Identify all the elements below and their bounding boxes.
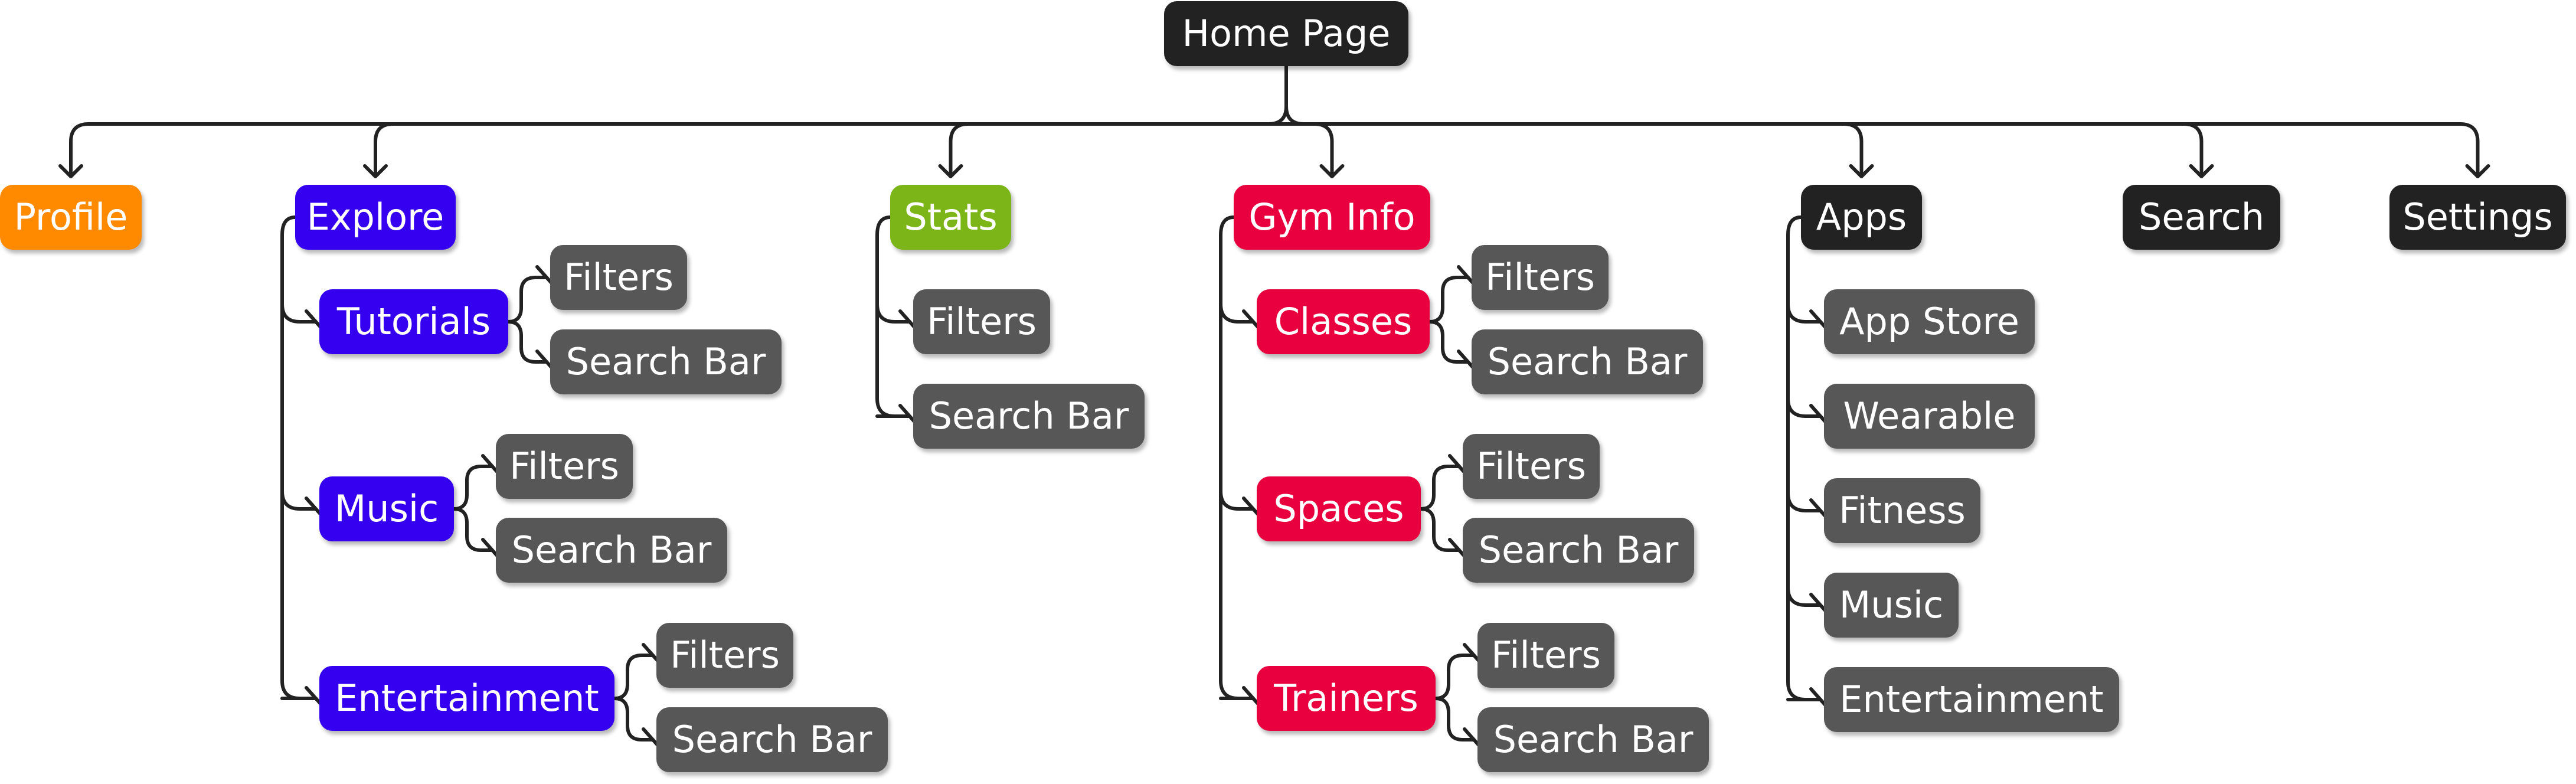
trunk-explore: [280, 215, 302, 700]
music-node: Music: [319, 476, 454, 541]
tutorials-search-bar-node: Search Bar: [550, 329, 782, 394]
apps-node: Apps: [1801, 185, 1922, 250]
fork-top-music: [452, 465, 494, 511]
stats-search-bar-node: Search Bar: [913, 384, 1145, 449]
fork-top-entertainment: [613, 654, 655, 700]
branch-line-gym: [1312, 122, 1334, 178]
trainers-node: Trainers: [1257, 666, 1436, 731]
arrow-head-search: [2189, 164, 2214, 178]
fork-bottom-tutorials: [506, 320, 548, 364]
trunk-branch-stats-filters: [875, 302, 911, 324]
trunk-stats: [875, 215, 897, 418]
gym-info-node: Gym Info: [1234, 185, 1430, 250]
fork-bottom-spaces: [1419, 507, 1461, 552]
trunk-branch-spaces: [1219, 489, 1255, 511]
trunk-gym: [1219, 215, 1240, 700]
entertainment-search-bar-node: Search Bar: [656, 707, 888, 772]
root-connector-right: [1284, 104, 1306, 126]
fork-bottom-entertainment: [613, 697, 655, 741]
branch-line-profile: [69, 122, 90, 178]
classes-node: Classes: [1257, 289, 1430, 354]
fork-top-tutorials: [506, 276, 548, 324]
fork-bottom-classes: [1428, 320, 1470, 364]
arrow-head-gym: [1319, 164, 1345, 178]
tutorials-node: Tutorials: [319, 289, 508, 354]
classes-filters-node: Filters: [1472, 245, 1609, 310]
trunk-branch-music: [280, 489, 318, 511]
apps-entertainment-node: Entertainment: [1824, 667, 2119, 732]
fitness-node: Fitness: [1824, 478, 1980, 543]
home-page-node: Home Page: [1164, 1, 1408, 66]
arrow-head-settings: [2465, 164, 2490, 178]
arrow-head-stats: [938, 164, 963, 178]
spaces-filters-node: Filters: [1463, 434, 1600, 499]
branch-line-stats: [949, 122, 970, 178]
fork-top-classes: [1428, 276, 1470, 324]
trunk-apps: [1786, 215, 1807, 701]
arrow-head-explore: [363, 164, 388, 178]
trunk-branch-classes: [1219, 302, 1255, 324]
trunk-branch-fitness: [1786, 491, 1822, 512]
trunk-branch-app-store: [1786, 302, 1822, 324]
stats-node: Stats: [890, 185, 1011, 250]
branch-line-apps: [1842, 122, 1864, 178]
tutorials-filters-node: Filters: [550, 245, 687, 310]
fork-bottom-music: [452, 507, 494, 552]
branch-line-explore: [374, 122, 395, 178]
entertainment-filters-node: Filters: [656, 623, 793, 688]
fork-top-spaces: [1419, 465, 1461, 511]
search-node: Search: [2123, 185, 2280, 250]
music-filters-node: Filters: [496, 434, 633, 499]
classes-search-bar-node: Search Bar: [1472, 329, 1703, 394]
explore-node: Explore: [295, 185, 456, 250]
wearable-node: Wearable: [1824, 384, 2035, 449]
branch-line-settings: [2458, 122, 2480, 178]
app-store-node: App Store: [1824, 289, 2035, 354]
stats-filters-node: Filters: [913, 289, 1050, 354]
apps-music-node: Music: [1824, 573, 1959, 638]
arrow-head-profile: [58, 164, 83, 178]
fork-top-trainers: [1434, 654, 1476, 700]
spaces-node: Spaces: [1257, 476, 1421, 541]
trainers-filters-node: Filters: [1477, 623, 1614, 688]
entertainment-node: Entertainment: [319, 666, 614, 731]
settings-node: Settings: [2389, 185, 2566, 250]
trunk-branch-tutorials: [280, 302, 318, 324]
trunk-branch-apps-music: [1786, 586, 1822, 607]
music-search-bar-node: Search Bar: [496, 518, 727, 583]
profile-node: Profile: [0, 185, 142, 250]
trainers-search-bar-node: Search Bar: [1477, 707, 1709, 772]
arrow-head-apps: [1849, 164, 1874, 178]
spaces-search-bar-node: Search Bar: [1463, 518, 1694, 583]
branch-line-search: [2182, 122, 2204, 178]
trunk-branch-wearable: [1786, 397, 1822, 418]
root-connector-left: [1267, 64, 1288, 126]
fork-bottom-trainers: [1434, 697, 1476, 741]
